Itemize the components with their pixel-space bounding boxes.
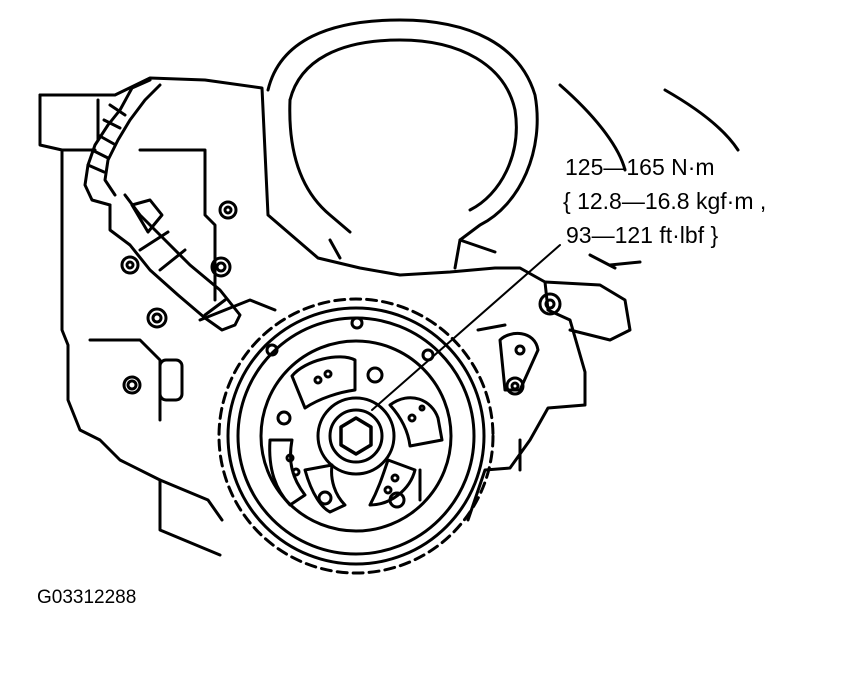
torque-spec-nm: 125—165 N·m bbox=[565, 154, 715, 180]
torque-spec-kgfm: { 12.8—16.8 kgf·m , bbox=[563, 188, 767, 214]
torque-leader-line bbox=[371, 244, 561, 411]
cover-bolts-icon bbox=[120, 200, 562, 402]
torque-spec-ftlbf: 93—121 ft·lbf } bbox=[566, 222, 719, 248]
crank-sensor-harness-icon bbox=[83, 78, 242, 332]
figure-id: G03312288 bbox=[37, 587, 137, 608]
engine-cover-icon bbox=[38, 76, 642, 557]
arc-top-right-icon bbox=[663, 88, 740, 152]
arc-top-right-icon bbox=[558, 83, 627, 172]
housing-circle-icon bbox=[266, 18, 539, 270]
crankshaft-pulley-icon bbox=[217, 297, 495, 575]
